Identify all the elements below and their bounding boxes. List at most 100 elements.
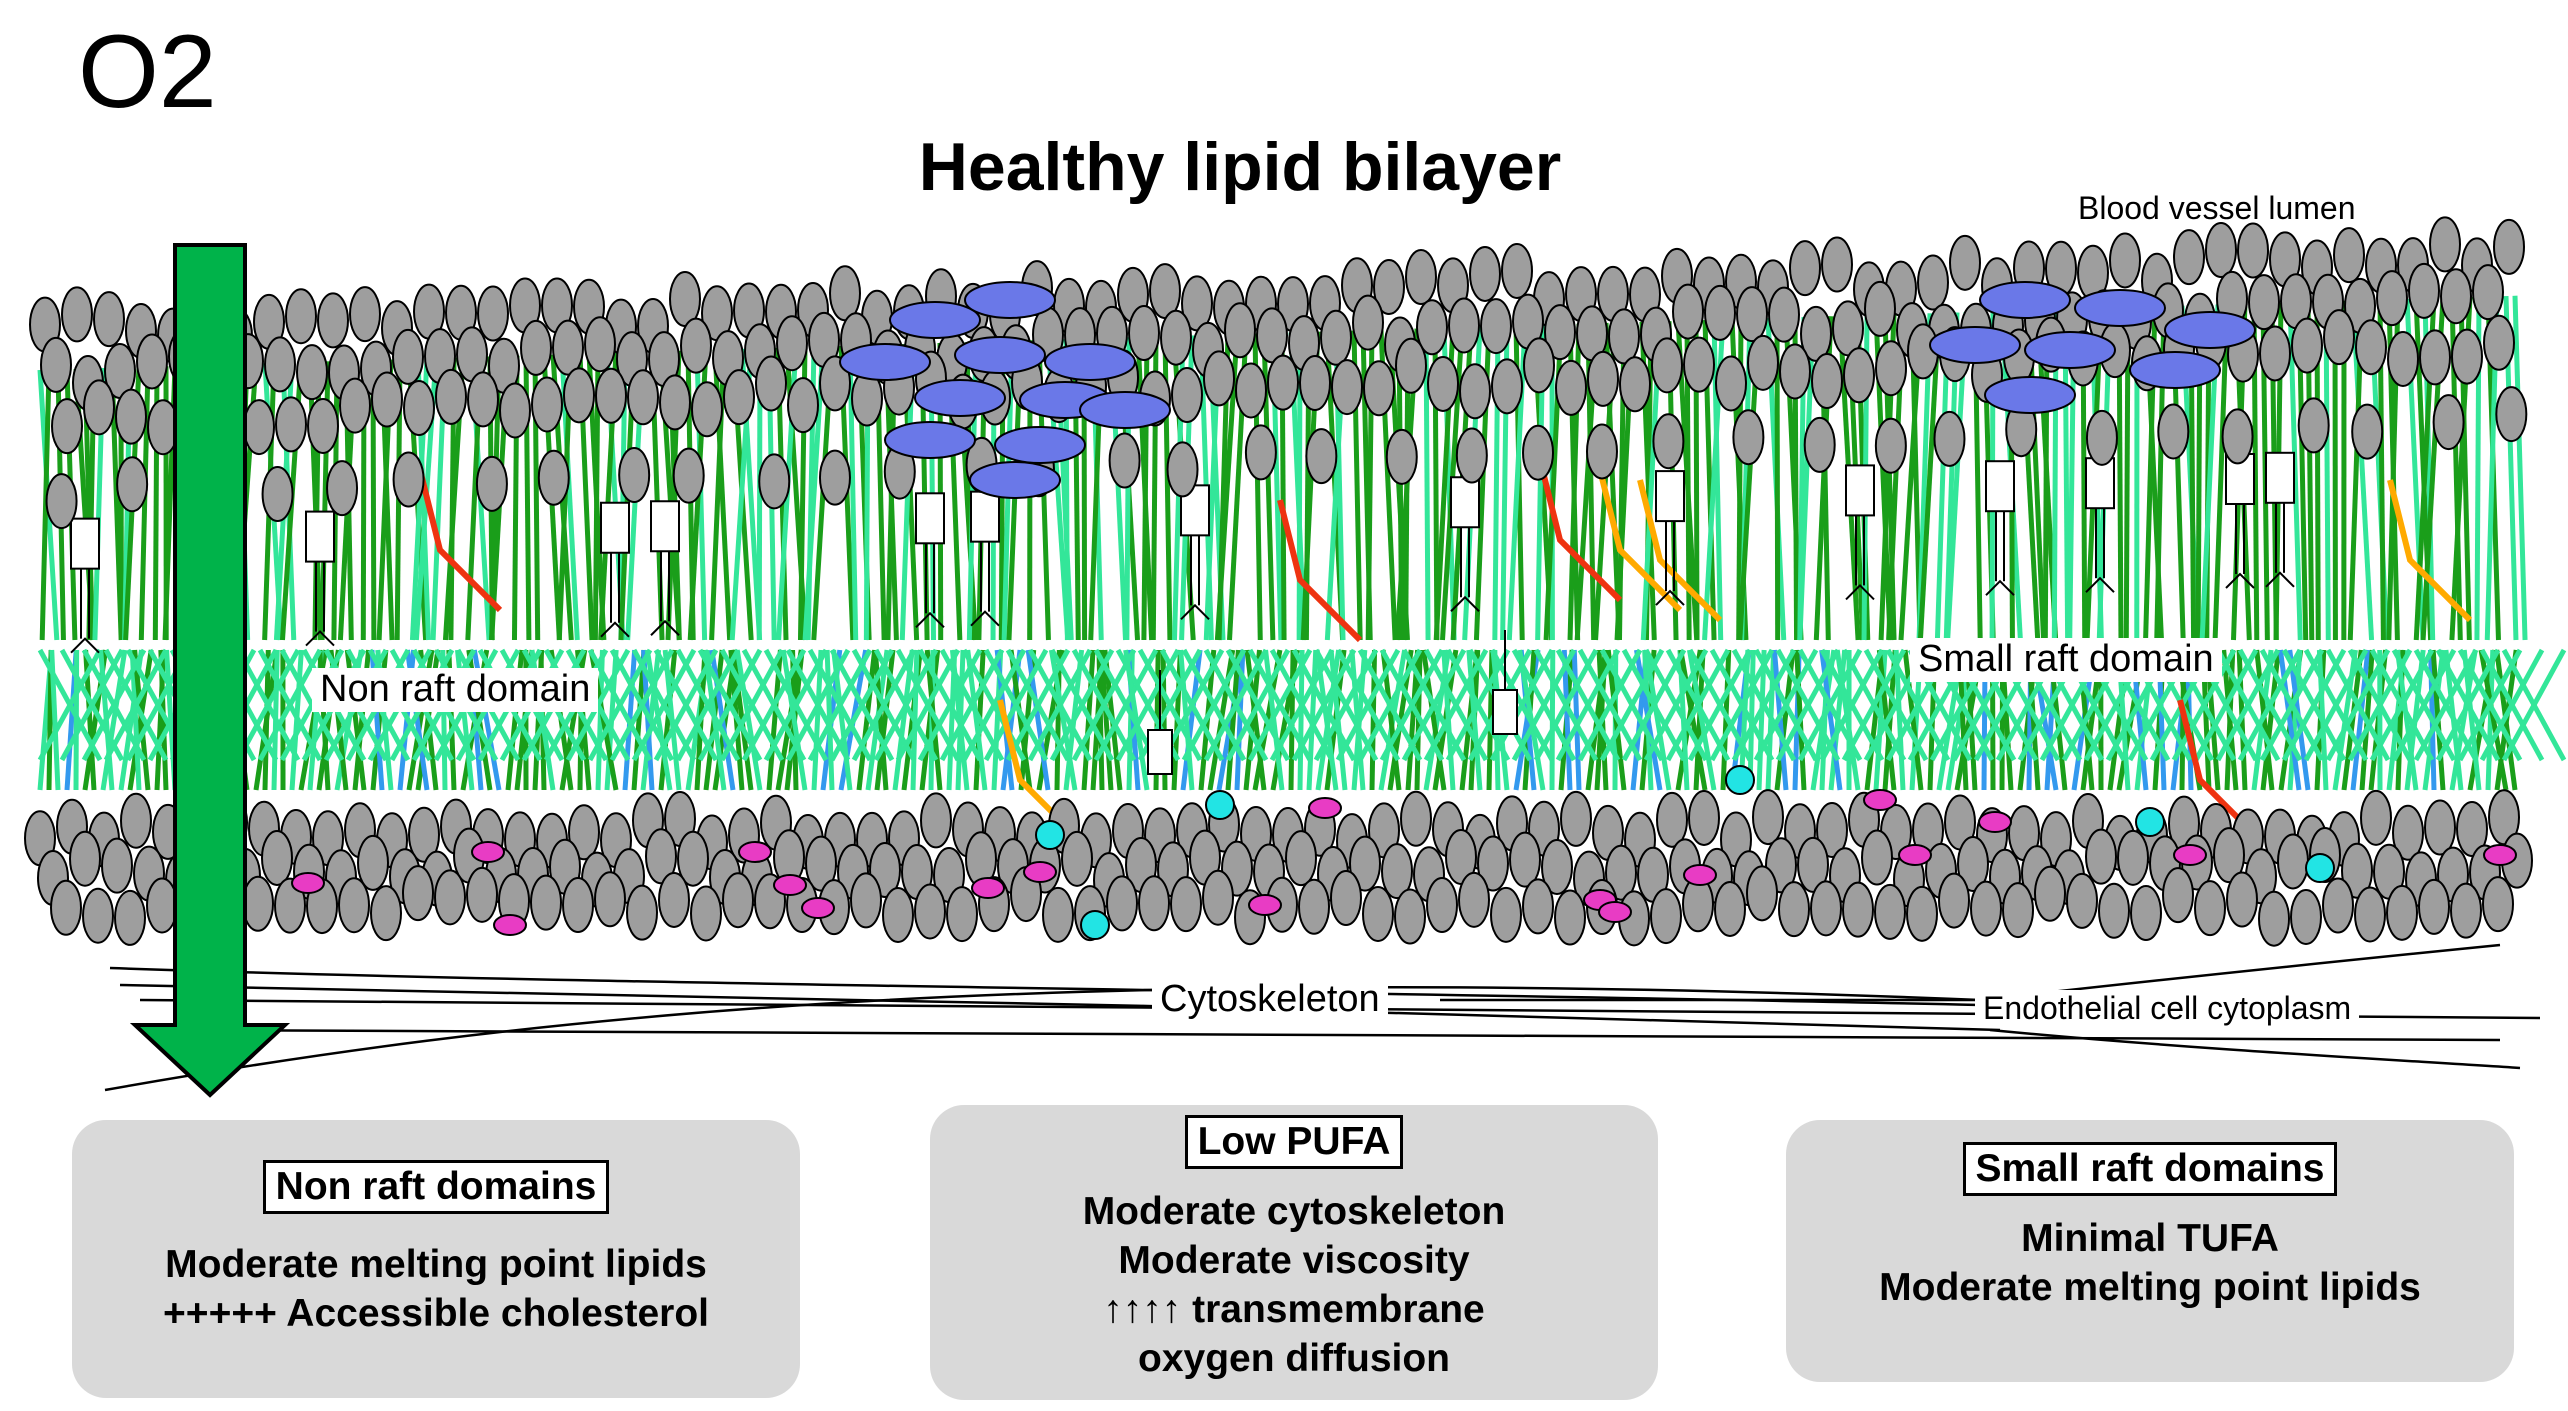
cyan-headgroup [1080,910,1110,940]
lipid-head [2483,314,2515,371]
lipid-tail [851,648,917,762]
lipid-tail [1561,649,1573,791]
lipid-head [563,367,595,424]
cytoskeleton-label: Cytoskeleton [1152,978,1388,1022]
lipid-head [2493,218,2525,275]
lipid-head [2226,871,2258,928]
cholesterol-ring [1450,476,1480,529]
cyan-headgroup [2305,853,2335,883]
lipid-tail [780,649,808,791]
lipid-tail [2287,302,2303,641]
lipid-head [1652,413,1685,470]
cholesterol-tail [2265,571,2295,588]
lipid-head [537,449,570,506]
lipid-tail [675,648,741,762]
lipid-head [1938,872,1970,929]
lipid-head [690,885,722,942]
lipid-head [1405,249,1437,306]
lipid-head [2341,842,2373,899]
lipid-head [264,336,296,393]
cyan-headgroup [1035,820,1065,850]
lipid-tail [1731,648,1797,762]
lipid-head [499,382,531,439]
raft-protein [969,461,1061,499]
raft-protein [2129,351,2221,389]
lipid-head [2451,328,2483,385]
lipid-tail [847,345,859,641]
lipid-head [626,884,658,941]
lipid-tail [1599,648,1665,762]
lipid-tail [1577,648,1643,762]
lipid-head [1299,355,1331,412]
lipid-head [2098,882,2130,939]
cytoskeleton-filament [119,983,2001,1032]
lipid-head [1789,240,1821,297]
lipid-head [1385,428,1418,485]
magenta-headgroup [2173,844,2207,866]
lipid-tail [1203,648,1269,762]
lipid-tail [1709,648,1775,762]
magenta-headgroup [1978,811,2012,833]
raft-protein [884,421,976,459]
lipid-head [1688,789,1720,846]
lipid-head [1554,889,1586,946]
lipid-tail [741,648,807,762]
lipid-tail [1423,328,1431,641]
cytoskeleton-filament [169,1028,2501,1042]
lipid-head [317,292,349,349]
lipid-tail [1506,325,1528,641]
lipid-head [584,316,616,373]
lipid-head [2323,309,2355,366]
lipid-head [93,291,125,348]
lipid-head [1797,836,1829,893]
lipid-tail [719,648,785,762]
lipid-head [776,315,808,372]
lipid-tail [37,648,103,762]
lipid-tail [1753,648,1819,762]
lipid-tail [2347,648,2413,762]
lipid-head [2205,222,2237,279]
lipid-head [1874,883,1906,940]
cyan-headgroup [2135,807,2165,837]
lipid-head [114,889,146,946]
lipid-head [2351,403,2384,460]
cholesterol-ring [1655,470,1685,523]
lipid-head [392,451,425,508]
cholesterol-ring [970,490,1000,543]
lipid-head [1608,308,1640,365]
lipid-head [723,369,755,426]
lipid-head [1427,355,1459,412]
lipid-tail [138,366,151,641]
lipid-head [1330,870,1362,927]
lipid-head [1917,254,1949,311]
magenta-headgroup [971,877,1005,899]
lipid-tail [1665,648,1731,762]
small-headgroups [291,765,2517,940]
lipid-head [2066,872,2098,929]
raft-protein [889,301,981,339]
magenta-headgroup [738,841,772,863]
lipid-head [307,397,339,454]
lipid-tail [2457,648,2523,762]
lipid-head [1560,790,1592,847]
lipid-head [645,828,677,885]
lipid-tail [1893,649,1906,791]
lipid-head [1821,236,1853,293]
lipid-head [326,460,359,517]
lipid-head [1779,343,1811,400]
lipid-head [677,830,709,887]
info-box-line: Moderate melting point lipids [165,1243,707,1286]
magenta-headgroup [1023,861,1057,883]
cyan-headgroup [1205,790,1235,820]
lipid-tail [1071,648,1137,762]
lipid-head [1522,424,1555,481]
unsaturated-tail [1597,469,1683,613]
lipid-head [402,865,434,922]
lipid-head [1933,410,1966,467]
lipid-head [1811,353,1843,410]
unsaturated-tail [2387,479,2473,623]
lipid-head [627,369,659,426]
lipid-head [2333,227,2365,284]
lipid-head [69,830,101,887]
lipid-head [475,455,508,512]
